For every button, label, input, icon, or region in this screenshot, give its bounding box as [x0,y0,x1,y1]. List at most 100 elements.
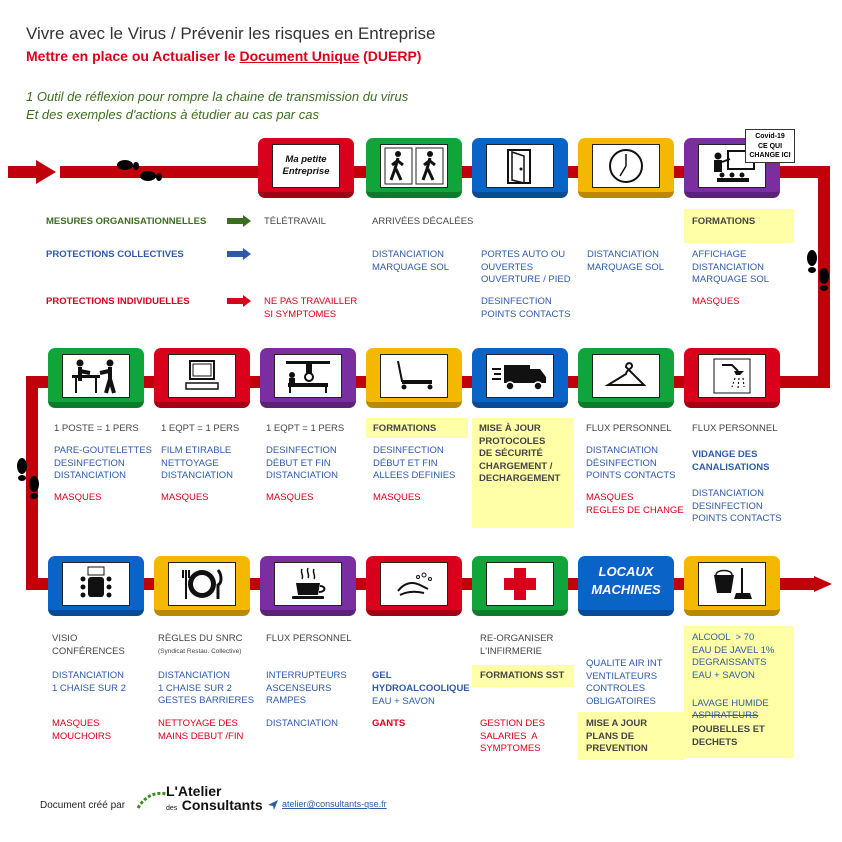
legend-arrow-red-icon [227,295,251,307]
tile-text: Entreprise [282,166,330,177]
tile-equipment-frame [168,354,236,398]
tile-equipment [154,348,250,408]
r3c6-col: QUALITE AIR INT VENTILATEURS CONTROLES O… [586,658,663,707]
start-arrow-icon [36,160,56,184]
subtitle-suffix: (DUERP) [359,48,422,64]
r1c1-org: TÉLÉTRAVAIL [264,216,326,227]
r3c2-ind: NETTOYAGE DES MAINS DEBUT /FIN [158,718,244,742]
r3c1-org: VISIO CONFÉRENCES [52,633,125,657]
tile-doors-frame [486,144,554,188]
covid-badge-line: CHANGE ICI [749,152,791,159]
tile-handwash-frame [380,562,448,606]
highlight-box [472,418,574,528]
r2c4-org: FORMATIONS [373,423,437,434]
tile-changing-room-frame [592,354,660,398]
r2c1-org: 1 POSTE = 1 PERS [54,423,139,434]
r2c6-ind: MASQUES REGLES DE CHANGE [586,492,684,516]
tile-arrivals [366,138,462,198]
r2c7-org: FLUX PERSONNEL [692,423,778,434]
r3c5-org: RE-ORGANISER L'INFIRMERIE [480,633,554,657]
r3c3-org: FLUX PERSONNEL [266,633,352,644]
tile-restaurant-frame [168,562,236,606]
footer-email-link[interactable]: atelier@consultants-qse.fr [282,799,387,809]
tile-infirmary-frame [486,562,554,606]
page-title: Vivre avec le Virus / Prévenir les risqu… [26,24,436,43]
clock-icon [609,149,643,183]
legend-arrow-green-icon [227,215,251,227]
end-arrow-icon [814,576,832,592]
tile-my-company: Ma petite Entreprise [258,138,354,198]
r1c3-col1: PORTES AUTO OU OUVERTES OUVERTURE / PIED [481,249,571,285]
r3c6-org: MISE A JOUR PLANS DE PREVENTION [586,718,648,754]
tile-delivery-frame [486,354,554,398]
r3c1-ind: MASQUES MOUCHOIRS [52,718,112,742]
subtitle-link: Document Unique [239,48,360,64]
legend-organisational: MESURES ORGANISATIONNELLES [46,216,207,227]
tile-restaurant [154,556,250,616]
tile-shower-frame [698,354,766,398]
r3c7-col1: ALCOOL > 70 EAU DE JAVEL 1% DEGRAISSANTS… [692,632,775,681]
door-icon [507,149,531,184]
walking-persons-icon [384,147,444,185]
tile-clock-frame [592,144,660,188]
intro-text: 1 Outil de réflexion pour rompre la chai… [26,88,408,124]
r1c2-org: ARRIVÉES DÉCALÉES [372,216,474,227]
highlight-box [684,626,794,758]
r1c5-ind: MASQUES [692,296,740,307]
r3c1-col: DISTANCIATION 1 CHAISE SUR 2 [52,670,126,694]
tile-meeting-frame [62,562,130,606]
track-start-seg [8,166,38,178]
tile-arrivals-frame [380,144,448,188]
tile-delivery [472,348,568,408]
r1c5-col: AFFICHAGE DISTANCIATION MARQUAGE SOL [692,249,770,285]
tile-changing-room [578,348,674,408]
covid-badge-line: Covid-19 [755,133,785,140]
brand-line-2-wrap: des Consultants [166,798,263,816]
tile-my-company-label: Ma petite Entreprise [272,144,340,188]
tile-cleaning [684,556,780,616]
brand-logo: L'Atelier des Consultants [166,784,263,816]
tile-workstation-frame [62,354,130,398]
covid-badge: Covid-19 CE QUI CHANGE ICI [745,129,795,163]
r3c3-col2: DISTANCIATION [266,718,338,729]
computer-icon [185,360,219,390]
brand-line-1: L'Atelier [166,783,222,799]
r2c2-ind: MASQUES [161,492,209,503]
tile-text: Ma petite [285,154,327,165]
tile-pallet [366,348,462,408]
tile-cleaning-frame [698,562,766,606]
r3c2-org: RÈGLES DU SNRC [158,633,243,644]
r2c2-org: 1 EQPT = 1 PERS [161,423,240,434]
counter-persons-icon [72,359,116,394]
tile-premises-machines: LOCAUX MACHINES [578,556,674,616]
brand-logo-icon [136,791,167,809]
r1c1-ind: NE PAS TRAVAILLER SI SYMPTOMES [264,296,358,320]
highlight-box [578,712,684,760]
shower-icon [713,358,751,394]
brand-line-2: Consultants [181,797,263,813]
brand-small: des [166,805,178,812]
r3c7-col3: ASPIRATEURS [692,710,759,721]
tile-text: MACHINES [591,582,661,597]
plate-cutlery-icon [182,569,223,599]
legend-arrow-blue-icon [227,248,251,260]
tile-training-frame [698,144,766,188]
r1c4-col: DISTANCIATION MARQUAGE SOL [587,249,665,273]
r3c4-col1: GEL HYDROALCOOLIQUE [372,670,470,694]
tile-coffee [260,556,356,616]
legend-collective: PROTECTIONS COLLECTIVES [46,249,184,260]
tile-coffee-frame [274,562,342,606]
r2c3-org: 1 EQPT = 1 PERS [266,423,345,434]
r2c6-col: DISTANCIATION DÉSINFECTION POINTS CONTAC… [586,445,676,481]
r2c1-col: PARE-GOUTELETTES DESINFECTION DISTANCIAT… [54,445,153,481]
tile-machine-frame [274,354,342,398]
r2c7-col1: VIDANGE DES CANALISATIONS [692,449,770,473]
r1c3-col2: DESINFECTION POINTS CONTACTS [481,296,571,320]
tile-handwash [366,556,462,616]
r3c7-org: POUBELLES ET DECHETS [692,724,765,748]
r2c3-col: DESINFECTION DÉBUT ET FIN DISTANCIATION [266,445,338,481]
highlight-box [684,209,794,243]
r2c5-org: MISE À JOUR PROTOCOLES DE SÉCURITÉ CHARG… [479,423,561,484]
footsteps-icon [807,250,829,291]
first-aid-cross-icon [504,568,536,600]
